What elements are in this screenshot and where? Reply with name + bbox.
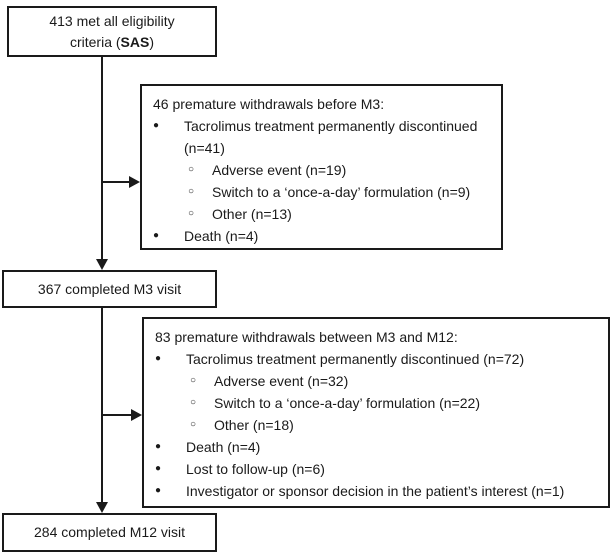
m3-visit-box: 367 completed M3 visit xyxy=(2,270,217,308)
list-item-text: Lost to follow-up (n=6) xyxy=(186,461,325,477)
list-item: ● Investigator or sponsor decision in th… xyxy=(144,480,604,502)
bullet-open-icon: ○ xyxy=(190,397,197,408)
list-item-text: Death (n=4) xyxy=(186,439,261,455)
withdrawals-m3-m12-box: 83 premature withdrawals between M3 and … xyxy=(142,317,610,508)
eligibility-line2-pre: criteria ( xyxy=(69,33,121,50)
list-item-text: Death (n=4) xyxy=(184,228,259,244)
withdrawals-before-m3-box: 46 premature withdrawals before M3: ● Ta… xyxy=(140,84,503,250)
list-item: ● Death (n=4) xyxy=(142,225,497,247)
withdrawals-m3-header-text: 46 premature withdrawals before M3: xyxy=(153,96,385,112)
list-item: ● Death (n=4) xyxy=(144,436,604,458)
list-item: ● Tacrolimus treatment permanently disco… xyxy=(144,348,604,370)
branch-line-withdrawals-m3 xyxy=(102,181,130,183)
list-item: ○ Adverse event (n=32) xyxy=(144,370,604,392)
list-item: ○ Switch to a ‘once-a-day’ formulation (… xyxy=(142,181,497,203)
list-item-text: Switch to a ‘once-a-day’ formulation (n=… xyxy=(214,395,480,411)
m12-visit-label: 284 completed M12 visit xyxy=(34,524,185,540)
bullet-filled-icon: ● xyxy=(155,463,162,474)
list-item-text: Investigator or sponsor decision in the … xyxy=(186,483,565,499)
bullet-open-icon: ○ xyxy=(190,419,197,430)
eligibility-line2: criteria (SAS) xyxy=(70,32,154,53)
bullet-filled-icon: ● xyxy=(155,353,162,364)
bullet-filled-icon: ● xyxy=(153,230,160,241)
list-item-text: Adverse event (n=32) xyxy=(214,373,349,389)
list-item-text: Switch to a ‘once-a-day’ formulation (n=… xyxy=(212,184,471,200)
m3-visit-label: 367 completed M3 visit xyxy=(37,280,182,297)
list-item: ● Lost to follow-up (n=6) xyxy=(144,458,604,480)
m12-visit-box: 284 completed M12 visit xyxy=(2,513,217,552)
connector-line-m3-to-m12 xyxy=(101,308,103,503)
arrowhead-down-icon xyxy=(96,502,108,513)
list-item: ● Tacrolimus treatment permanently disco… xyxy=(142,115,497,159)
list-item-text: Other (n=13) xyxy=(212,206,292,222)
eligibility-line1: 413 met all eligibility xyxy=(49,12,175,29)
bullet-filled-icon: ● xyxy=(155,485,162,496)
list-item-text: Tacrolimus treatment permanently discont… xyxy=(184,118,478,156)
list-item: ○ Switch to a ‘once-a-day’ formulation (… xyxy=(144,392,604,414)
eligibility-box: 413 met all eligibility criteria (SAS) xyxy=(7,6,217,57)
withdrawals-m12-header: 83 premature withdrawals between M3 and … xyxy=(144,326,604,348)
eligibility-line2-post: ) xyxy=(149,33,155,50)
list-item-text: Other (n=18) xyxy=(214,417,294,433)
list-item: ○ Adverse event (n=19) xyxy=(142,159,497,181)
bullet-open-icon: ○ xyxy=(188,164,195,175)
list-item-text: Tacrolimus treatment permanently discont… xyxy=(186,351,525,367)
bullet-open-icon: ○ xyxy=(190,375,197,386)
arrowhead-down-icon xyxy=(96,259,108,270)
bullet-open-icon: ○ xyxy=(188,208,195,219)
arrowhead-right-icon xyxy=(131,409,142,421)
eligibility-sas-label: SAS xyxy=(120,33,150,50)
branch-line-withdrawals-m12 xyxy=(102,414,132,416)
bullet-filled-icon: ● xyxy=(155,441,162,452)
list-item: ○ Other (n=13) xyxy=(142,203,497,225)
bullet-filled-icon: ● xyxy=(153,120,160,131)
withdrawals-m12-header-text: 83 premature withdrawals between M3 and … xyxy=(155,329,458,345)
connector-line-top-to-m3 xyxy=(101,57,103,260)
bullet-open-icon: ○ xyxy=(188,186,195,197)
list-item-text: Adverse event (n=19) xyxy=(212,162,347,178)
withdrawals-m3-header: 46 premature withdrawals before M3: xyxy=(142,93,497,115)
arrowhead-right-icon xyxy=(129,176,140,188)
list-item: ○ Other (n=18) xyxy=(144,414,604,436)
